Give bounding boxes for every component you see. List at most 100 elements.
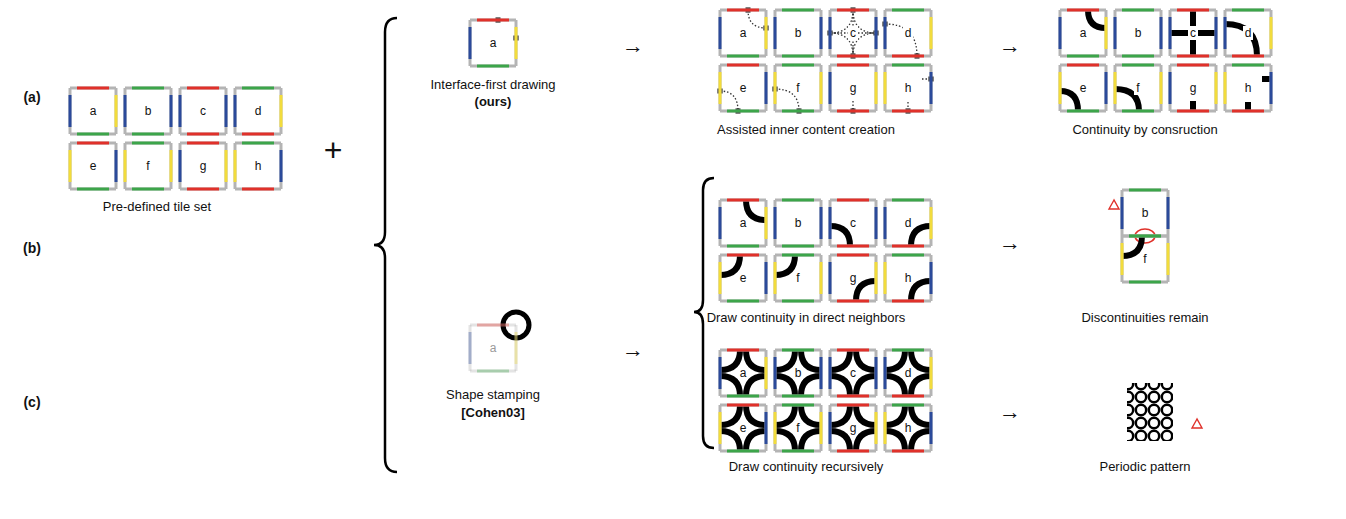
tile-edge-color: [477, 324, 509, 327]
periodic-pattern: [1127, 383, 1172, 441]
tile-edge-color: [875, 412, 878, 444]
guide-curve: [498, 20, 516, 38]
tile-corner: [930, 255, 933, 301]
tile-stroke: [801, 376, 821, 396]
tile-edge-color: [829, 72, 832, 104]
tile-corner: [885, 9, 931, 12]
tile-corner: [1105, 10, 1108, 56]
tile-edge-color: [477, 370, 509, 373]
plus-sign: +: [324, 132, 343, 169]
tile-corner: [775, 395, 821, 398]
tile: e: [70, 143, 116, 189]
tile-edge-color: [765, 17, 768, 49]
tile-letter: b: [793, 366, 804, 380]
tile-edge-color: [1129, 189, 1161, 192]
tile-corner: [830, 395, 876, 398]
tile: g: [180, 143, 226, 189]
tile-corner: [829, 255, 832, 301]
caption: Pre-defined tile set: [103, 200, 211, 215]
tile-edge-color: [892, 245, 924, 248]
tile-corner: [1224, 10, 1227, 56]
tile-letter: g: [1188, 81, 1199, 95]
pattern-ring: [1149, 418, 1159, 428]
tile-corner: [1225, 55, 1271, 58]
tile-corner: [70, 188, 116, 191]
tile-letter: h: [253, 159, 264, 173]
tile-letter: g: [848, 81, 859, 95]
tile-corner: [1115, 9, 1161, 12]
tile-corner: [885, 404, 931, 407]
tile-art: [775, 405, 821, 451]
tile-art: [1115, 10, 1161, 56]
tile-corner: [719, 65, 722, 111]
tile-corner: [1224, 65, 1227, 111]
tile-corner: [829, 350, 832, 396]
warning-triangle: [1192, 419, 1202, 428]
tile-edge-color: [1067, 9, 1099, 12]
tile-corner: [1122, 281, 1168, 284]
tile-edge-color: [132, 188, 164, 191]
tile-corner: [774, 405, 777, 451]
tile: h: [1225, 65, 1271, 111]
tile-edge-color: [837, 349, 869, 352]
tile-corner: [830, 450, 876, 453]
tile-edge-color: [774, 412, 777, 444]
tile-stroke: [830, 350, 850, 370]
tile-corner: [885, 395, 931, 398]
tile-edge-color: [837, 404, 869, 407]
tile-corner: [765, 405, 768, 451]
tile-art: [718, 65, 767, 114]
tile-corner: [875, 405, 878, 451]
tile-corner: [775, 110, 821, 113]
tile-edge-color: [892, 254, 924, 257]
tile-edge-color: [242, 142, 274, 145]
caption: Periodic pattern: [1099, 460, 1190, 475]
tile-edge-color: [515, 27, 518, 59]
tile-art: [1122, 190, 1168, 236]
pattern-ring: [1127, 431, 1133, 441]
tile-edge-color: [132, 133, 164, 136]
tile-edge-color: [1232, 9, 1264, 12]
arrow-glyph: →: [999, 230, 1021, 255]
tile-corner: [1060, 9, 1106, 12]
brace: [374, 18, 397, 472]
tile-stroke: [746, 405, 766, 425]
tile-stroke: [856, 376, 876, 396]
tile-corner: [719, 405, 722, 451]
tile-edge-color: [829, 412, 832, 444]
tile-corner: [1060, 64, 1106, 67]
tile-edge-color: [1129, 235, 1161, 238]
tile-edge-color: [1169, 17, 1172, 49]
tile-corner: [1114, 10, 1117, 56]
tile-letter: b: [1133, 26, 1144, 40]
tile-edge-color: [124, 95, 127, 127]
tile-art: [883, 10, 932, 59]
row-label: (c): [23, 394, 40, 410]
tile-corner: [180, 188, 226, 191]
tile-edge-color: [875, 207, 878, 239]
tile-edge-color: [727, 254, 759, 257]
tile-corner: [765, 65, 768, 111]
tile-corner: [1170, 110, 1216, 113]
tile-corner: [884, 255, 887, 301]
tile-art: [125, 143, 171, 189]
tile-stroke: [856, 431, 876, 451]
tile-letter: d: [903, 216, 914, 230]
tile-letter: e: [738, 421, 749, 435]
tile: a: [720, 350, 766, 396]
tile-edge-color: [719, 207, 722, 239]
tile-edge-color: [837, 55, 869, 58]
tile-corner: [469, 325, 472, 371]
tile-corner: [720, 9, 766, 12]
pattern-ring: [1149, 405, 1159, 415]
tile-art: [885, 350, 931, 396]
tile-corner: [884, 65, 887, 111]
row-label: (b): [23, 240, 41, 256]
tile-letter: c: [198, 104, 208, 118]
tile-edge-color: [1059, 17, 1062, 49]
tile-letter: a: [488, 341, 499, 355]
tile-edge-color: [1215, 17, 1218, 49]
tile-edge-color: [69, 95, 72, 127]
tile-edge-color: [1129, 235, 1161, 238]
tile-letter: e: [738, 81, 749, 95]
